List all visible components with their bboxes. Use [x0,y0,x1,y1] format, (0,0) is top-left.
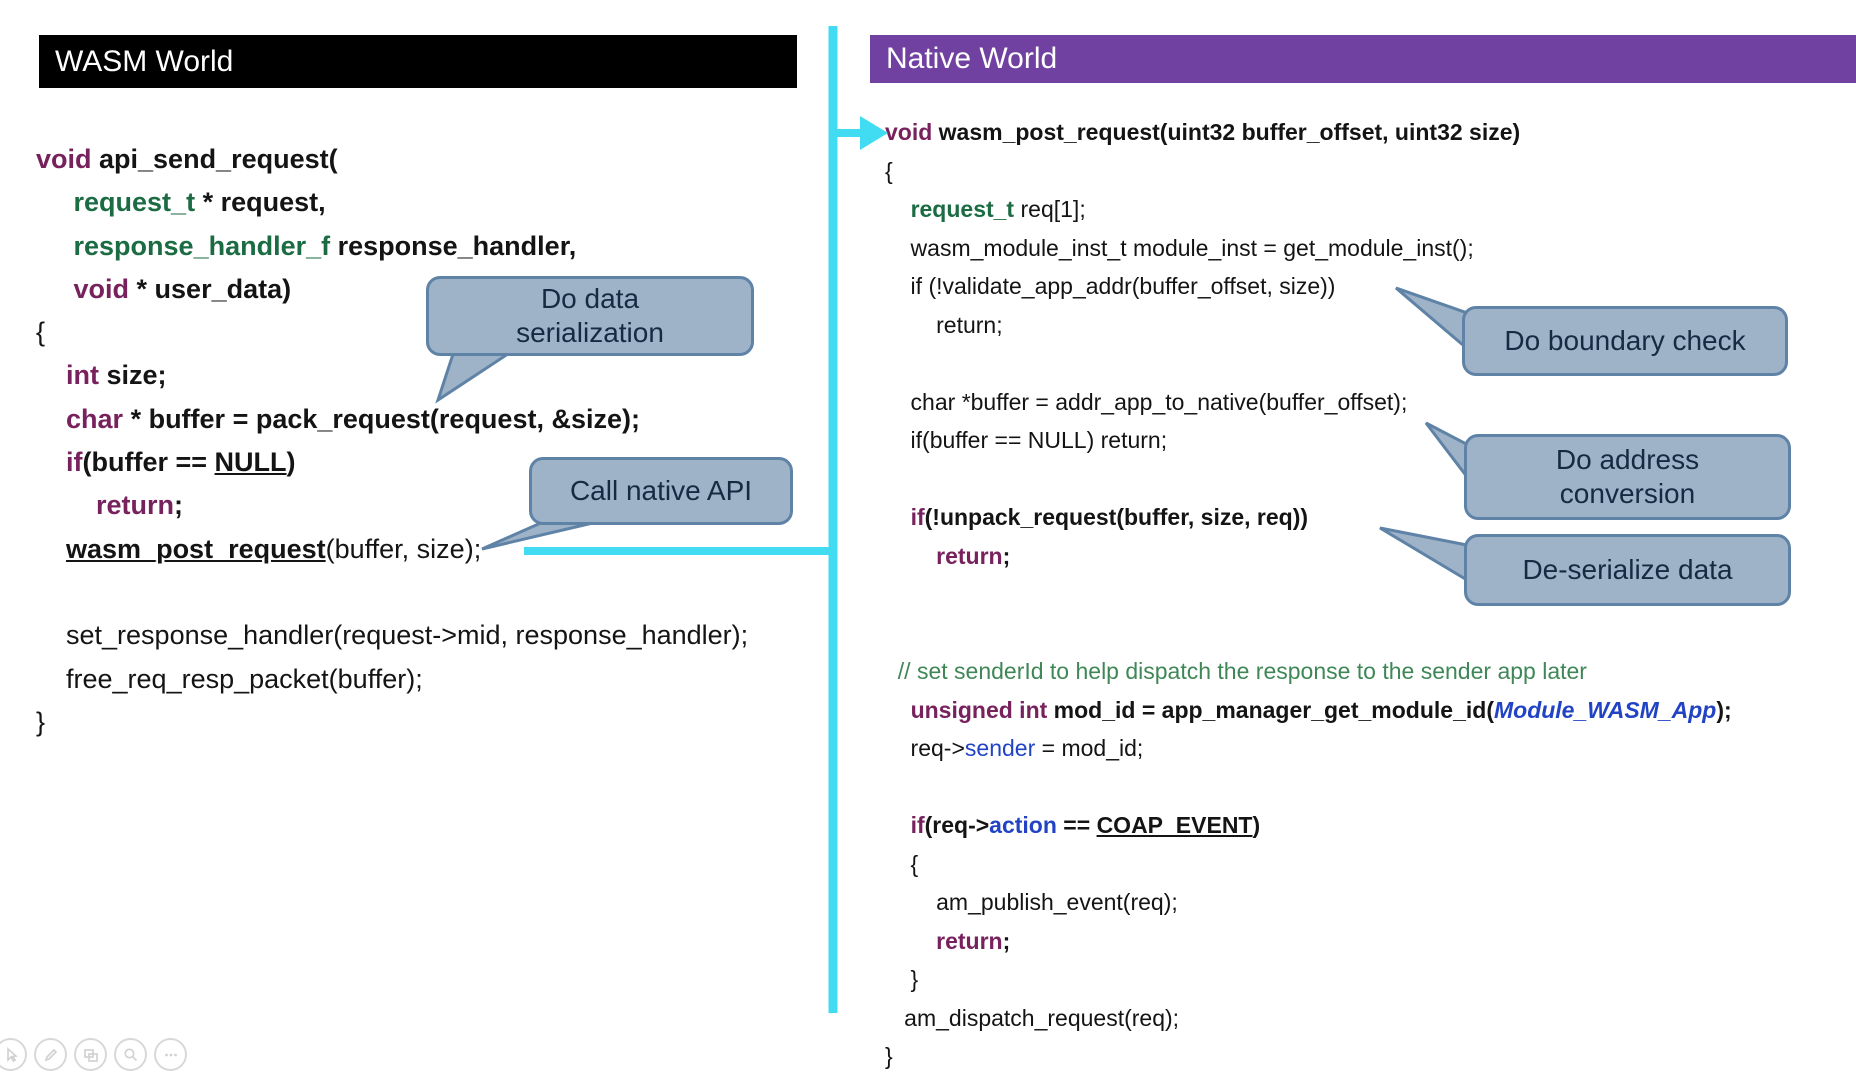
code-line [885,614,1732,653]
code-line: if(buffer == NULL) return; [885,427,1168,453]
zoom-icon[interactable] [114,1038,147,1071]
more-options-icon[interactable] [154,1038,187,1071]
code-line: am_publish_event(req); [885,889,1178,915]
callout-label: De-serialize data [1522,553,1733,585]
callout-do-boundary-check: Do boundary check [1462,306,1788,376]
code-line: am_dispatch_request(req); [885,1004,1180,1031]
code-line: } [885,966,919,992]
code-line: void api_send_request( [36,144,338,174]
code-line: wasm_post_request(buffer, size); [66,533,482,564]
native-world-header: Native World [870,35,1856,83]
code-line: { [885,157,893,184]
code-line: free_req_resp_packet(buffer); [36,663,423,694]
callout-do-address-conversion: Do address conversion [1464,434,1791,520]
code-line: } [36,706,46,737]
code-line: return; [96,490,184,521]
callout-call-native-api: Call native API [529,457,793,525]
code-line: if (!validate_app_addr(buffer_offset, si… [885,273,1336,299]
pen-icon[interactable] [34,1038,67,1071]
code-line: request_t * request, [73,187,326,218]
code-line: wasm_module_inst_t module_inst = get_mod… [885,234,1474,261]
code-line: response_handler_f response_handler, [73,230,577,261]
pointer-arrow-icon[interactable] [0,1038,27,1071]
wasm-code-block: void api_send_request( request_t * reque… [36,138,748,744]
code-line: unsigned int mod_id = app_manager_get_mo… [910,696,1732,723]
code-line [885,768,1732,807]
presenter-controls [0,1038,187,1071]
callout-do-data-serialization: Do data serialization [426,276,754,356]
native-world-title: Native World [886,42,1058,75]
code-line: return; [885,311,1003,338]
code-line: void wasm_post_request(uint32 buffer_off… [885,119,1521,145]
call-flow-arrowhead-icon [860,116,888,150]
code-line: req->sender = mod_id; [885,735,1144,761]
code-line: int size; [66,360,167,391]
code-line: return; [936,542,1011,569]
callout-label: Do data serialization [516,282,664,348]
code-line: char * buffer = pack_request(request, &s… [66,403,640,434]
native-code-block: void wasm_post_request(uint32 buffer_off… [885,113,1732,1075]
callout-de-serialize-data: De-serialize data [1464,534,1791,606]
code-line: if(req->action == COAP_EVENT) [910,812,1261,838]
code-line: // set senderId to help dispatch the res… [885,658,1587,684]
code-line [36,571,748,614]
code-line: return; [936,927,1011,954]
callout-label: Do address conversion [1555,443,1700,509]
code-line: if(buffer == NULL) [66,447,296,478]
code-line: { [885,850,919,877]
code-line: } [885,1043,893,1069]
code-line: char *buffer = addr_app_to_native(buffer… [885,388,1408,415]
wasm-world-header: WASM World [39,35,797,88]
code-line: if(!unpack_request(buffer, size, req)) [910,504,1309,530]
callout-label: Do boundary check [1504,324,1746,356]
code-line: set_response_handler(request->mid, respo… [36,620,749,651]
wasm-world-title: WASM World [55,44,234,78]
code-line: void * user_data) [73,273,292,304]
code-line: request_t req[1]; [910,196,1086,222]
see-all-slides-icon[interactable] [74,1038,107,1071]
code-line: { [36,317,46,348]
callout-label: Call native API [569,474,753,506]
